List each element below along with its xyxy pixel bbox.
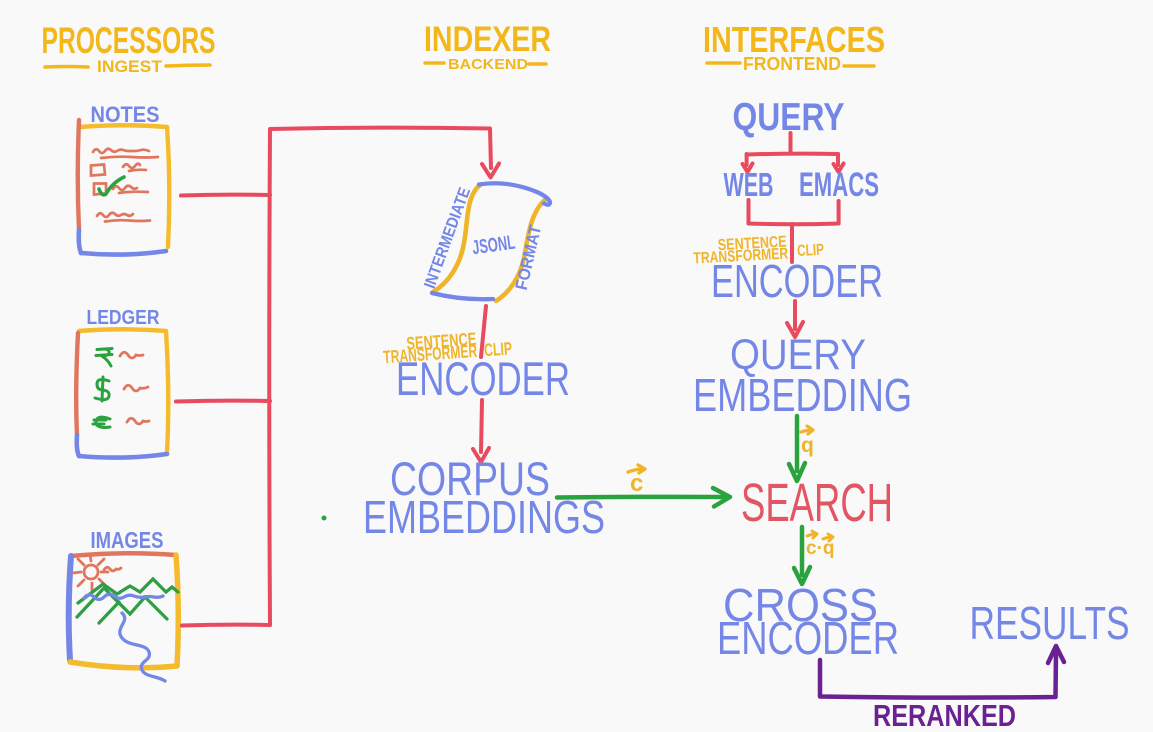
svg-text:RESULTS: RESULTS xyxy=(970,597,1130,649)
svg-text:SENTENCE: SENTENCE xyxy=(406,329,477,354)
svg-text:CLIP: CLIP xyxy=(797,242,825,260)
svg-text:NOTES: NOTES xyxy=(91,102,160,127)
svg-text:WEB: WEB xyxy=(724,166,774,203)
svg-text:INTERFACES: INTERFACES xyxy=(703,19,885,60)
svg-text:CORPUS: CORPUS xyxy=(390,452,550,505)
svg-text:ENCODER: ENCODER xyxy=(711,255,883,307)
svg-text:INDEXER: INDEXER xyxy=(424,20,551,59)
svg-text:ENCODER: ENCODER xyxy=(717,612,899,664)
svg-text:q: q xyxy=(801,434,814,457)
svg-text:QUERY: QUERY xyxy=(733,96,845,139)
svg-text:FRONTEND: FRONTEND xyxy=(743,54,841,74)
svg-text:TRANSFORMER: TRANSFORMER xyxy=(693,246,789,268)
svg-text:ENCODER: ENCODER xyxy=(396,352,570,405)
svg-text:LEDGER: LEDGER xyxy=(87,307,160,329)
svg-text:SENTENCE: SENTENCE xyxy=(717,234,787,255)
svg-text:QUERY: QUERY xyxy=(730,331,866,379)
svg-text:c: c xyxy=(630,470,643,497)
svg-text:IMAGES: IMAGES xyxy=(91,527,164,553)
svg-text:PROCESSORS: PROCESSORS xyxy=(42,20,216,61)
svg-text:EMBEDDINGS: EMBEDDINGS xyxy=(363,491,605,543)
svg-text:CLIP: CLIP xyxy=(483,338,512,360)
svg-text:SEARCH: SEARCH xyxy=(741,473,893,533)
svg-text:BACKEND: BACKEND xyxy=(448,56,528,73)
svg-text:c·q: c·q xyxy=(806,538,835,559)
svg-text:RERANKED: RERANKED xyxy=(873,698,1016,732)
svg-text:EMBEDDING: EMBEDDING xyxy=(693,369,912,421)
svg-text:CROSS: CROSS xyxy=(723,579,878,631)
svg-text:INGEST: INGEST xyxy=(97,57,163,76)
svg-text:EMACS: EMACS xyxy=(799,166,879,204)
